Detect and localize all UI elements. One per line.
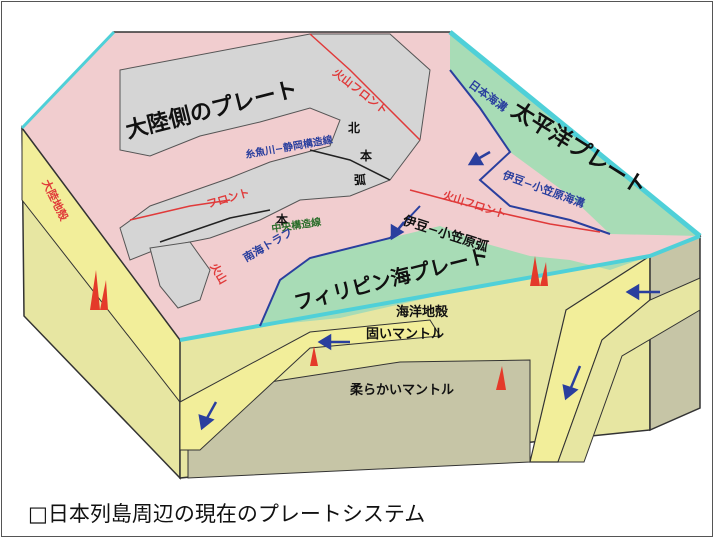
label-soft-mantle: 柔らかいマントル [349, 383, 454, 398]
label-oceanic-crust: 海洋地殻 [396, 304, 449, 320]
kyushu-land [149, 241, 211, 309]
plate-motion-arrow-icon [198, 150, 660, 431]
japan-trench-outline [449, 69, 611, 235]
volcanic-front-izu-line [409, 189, 601, 233]
volcanic-front-sw-line [129, 199, 231, 221]
plate-system-diagram: 大陸側のプレート 太平洋プレート フィリピン海プレート 糸魚川−静岡構造線 火山… [20, 30, 702, 480]
japan-trench-line [448, 30, 702, 238]
left-edge-trench [20, 30, 116, 130]
mtl-line [159, 209, 271, 243]
front-edge-trench [179, 234, 701, 342]
volcanic-front-tohoku-line [309, 33, 421, 141]
label-arc-small: 弧 [354, 172, 366, 187]
label-honshu-small: 本 [276, 212, 288, 227]
istl-line [309, 149, 391, 181]
honshu-land [119, 33, 431, 261]
label-hon-small: 本 [360, 148, 372, 163]
philippine-plate-area [260, 226, 650, 326]
magma-plume-icon [90, 256, 548, 390]
figure-caption: □日本列島周辺の現在のプレートシステム [28, 502, 426, 526]
pacific-slab-right [557, 277, 701, 463]
philippine-slab-front [179, 319, 441, 451]
label-kita-small: 北 [348, 120, 360, 135]
label-hard-mantle: 固いマントル [366, 327, 444, 342]
